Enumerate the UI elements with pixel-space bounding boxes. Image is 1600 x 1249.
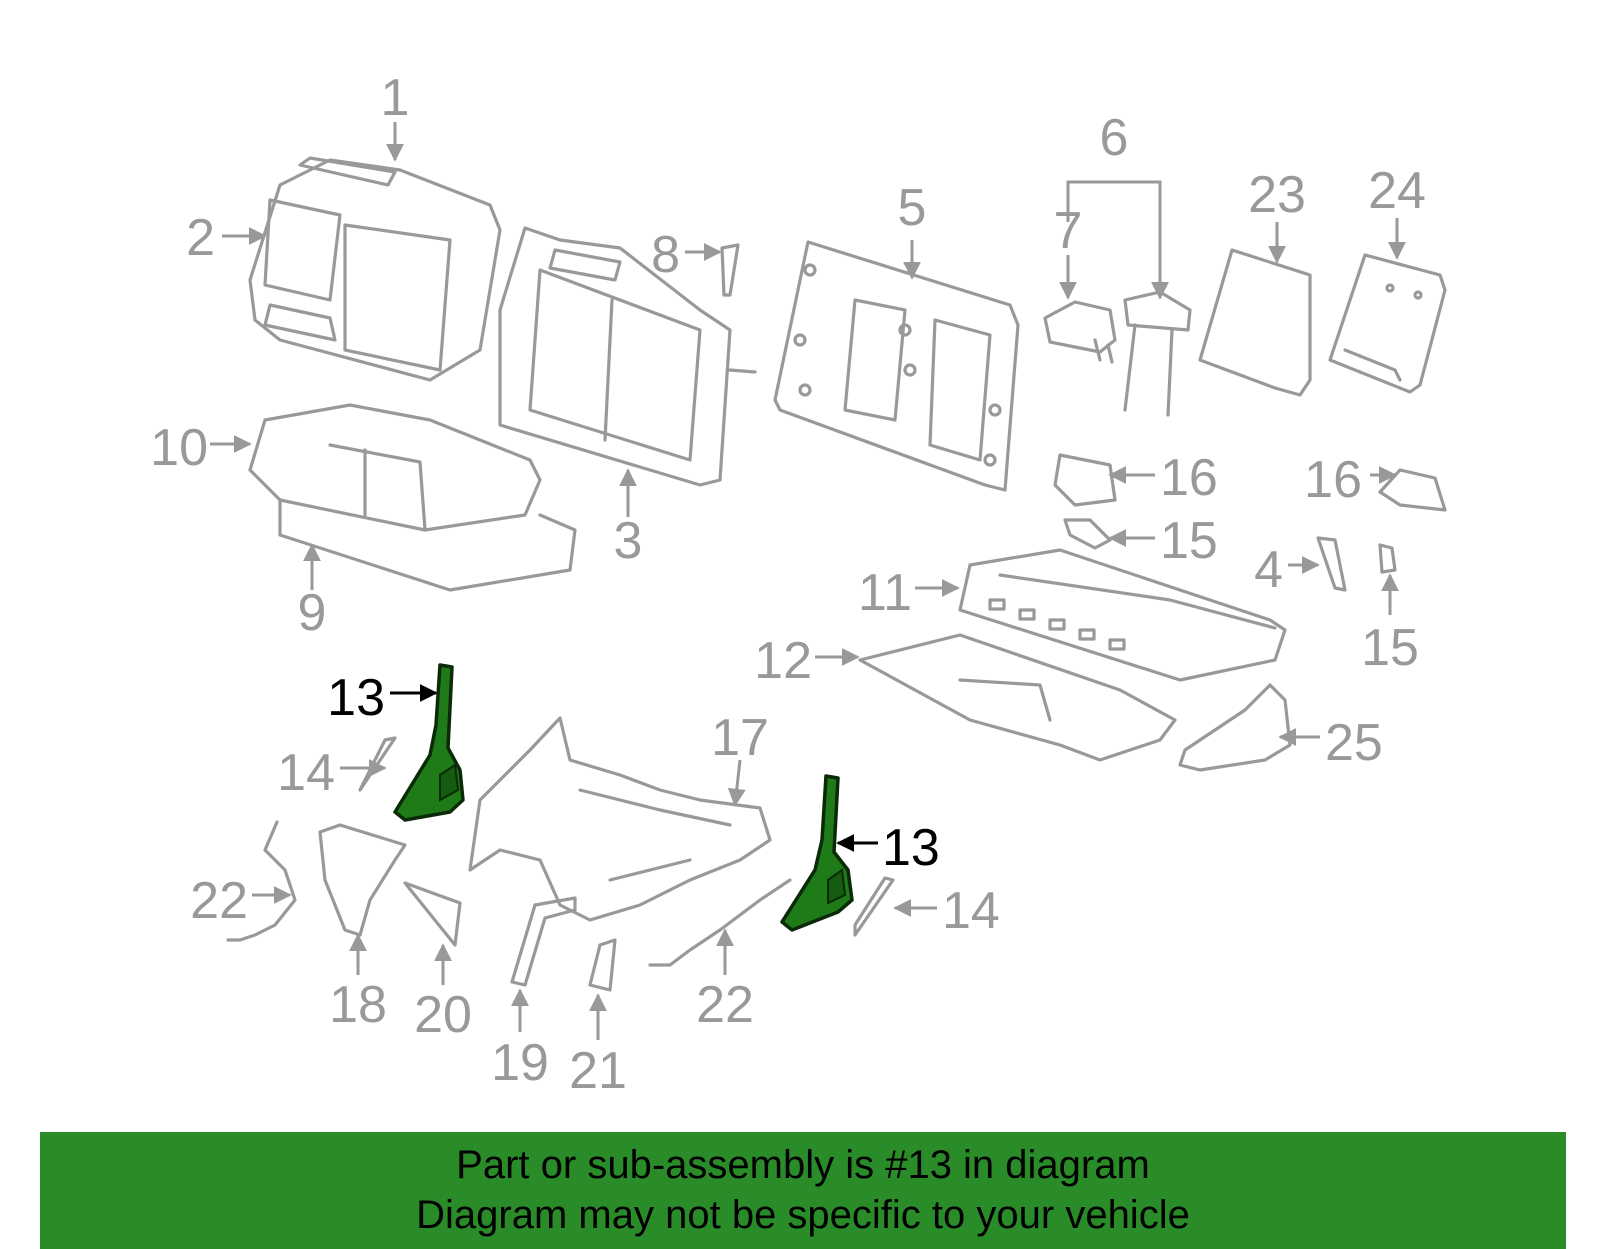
part-clip-15a xyxy=(1063,518,1112,550)
part-cable-right xyxy=(648,878,792,967)
part-headrest xyxy=(1123,290,1192,417)
banner-line-2: Diagram may not be specific to your vehi… xyxy=(416,1193,1190,1237)
callout-22a: 22 xyxy=(190,872,248,930)
callout-11: 11 xyxy=(858,564,912,622)
part-lower-frame xyxy=(468,716,772,922)
callout-19: 19 xyxy=(491,1034,549,1092)
callout-3: 3 xyxy=(614,512,643,570)
part-13-left-highlight xyxy=(393,663,465,822)
callout-25: 25 xyxy=(1325,714,1383,772)
callout-2: 2 xyxy=(186,209,215,267)
part-rear-cover-panel xyxy=(773,240,1020,492)
callout-15b: 15 xyxy=(1361,619,1419,677)
banner-line-1: Part or sub-assembly is #13 in diagram xyxy=(456,1143,1150,1187)
part-headrest-pad xyxy=(1043,300,1117,364)
part-cushion-pan xyxy=(858,633,1177,762)
leader-lines xyxy=(210,122,1406,1040)
callout-18: 18 xyxy=(329,976,387,1034)
callout-16b: 16 xyxy=(1304,451,1362,509)
callout-1: 1 xyxy=(381,69,410,127)
part-bracket-16a xyxy=(1053,453,1117,507)
callout-15a: 15 xyxy=(1160,512,1218,570)
part-trim-strip xyxy=(510,896,577,987)
info-banner: Part or sub-assembly is #13 in diagram D… xyxy=(40,1132,1566,1249)
callout-5: 5 xyxy=(898,179,927,237)
part-pin xyxy=(720,243,740,297)
part-hinge-cover xyxy=(318,823,407,937)
part-triangle-cover xyxy=(403,881,462,947)
callout-9: 9 xyxy=(298,584,327,642)
callout-labels: 1 2 3 8 5 6 7 23 24 9 10 16 16 15 15 4 1… xyxy=(150,69,1426,1100)
part-back-panel xyxy=(1198,248,1312,397)
part-seat-back-cushion xyxy=(248,156,502,382)
callout-14b: 14 xyxy=(942,882,1000,940)
part-small-trim xyxy=(588,938,617,992)
part-clip-15b xyxy=(1378,543,1397,574)
callout-8: 8 xyxy=(651,226,680,284)
callout-6: 6 xyxy=(1100,109,1129,167)
part-hinge-panel xyxy=(1328,253,1447,394)
callout-7: 7 xyxy=(1054,202,1083,260)
callout-13a: 13 xyxy=(327,669,385,727)
callout-4: 4 xyxy=(1254,541,1283,599)
callout-14a: 14 xyxy=(277,744,335,802)
part-seat-back-frame xyxy=(498,226,757,487)
callout-23: 23 xyxy=(1248,166,1306,224)
part-side-trim xyxy=(1178,683,1292,772)
part-hook-4 xyxy=(1316,536,1347,592)
callout-10: 10 xyxy=(150,419,208,477)
part-trim-clip-14a xyxy=(358,736,397,792)
callout-24: 24 xyxy=(1368,162,1426,220)
callout-21: 21 xyxy=(569,1042,627,1100)
callout-12: 12 xyxy=(754,632,812,690)
callout-16a: 16 xyxy=(1160,449,1218,507)
callout-22b: 22 xyxy=(696,976,754,1034)
part-seat-cushion xyxy=(248,403,577,592)
part-trim-clip-14b xyxy=(853,876,895,937)
callout-13b: 13 xyxy=(882,819,940,877)
part-bracket-16b xyxy=(1378,468,1447,512)
callout-20: 20 xyxy=(414,986,472,1044)
callout-17: 17 xyxy=(711,709,769,767)
part-13-right-highlight xyxy=(780,774,854,932)
part-cushion-frame xyxy=(958,548,1287,682)
part-cable-left xyxy=(226,820,297,942)
